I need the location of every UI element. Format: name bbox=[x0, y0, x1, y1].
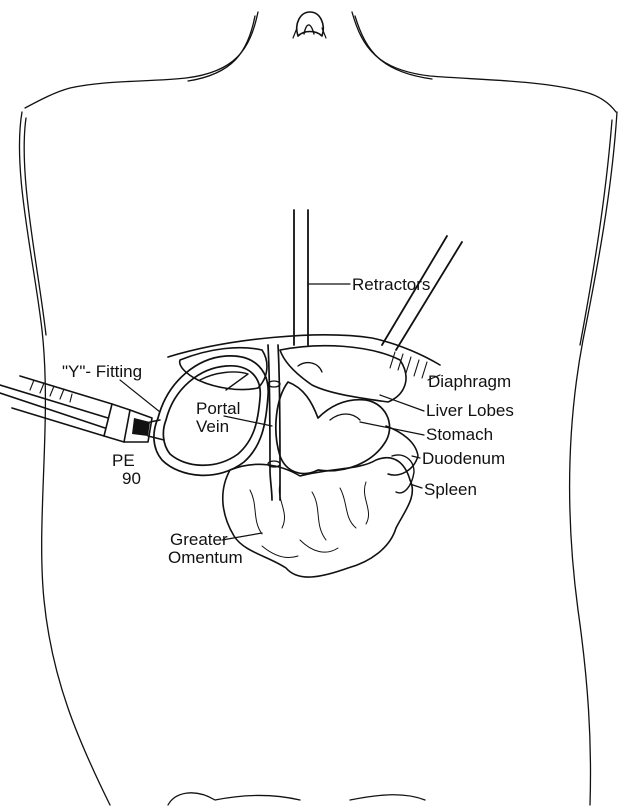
labels: Retractors "Y"- Fitting Diaphragm Liver … bbox=[62, 275, 514, 567]
label-liver-lobes: Liver Lobes bbox=[426, 401, 514, 420]
label-omentum: Omentum bbox=[168, 548, 243, 567]
diaphragm bbox=[168, 335, 440, 378]
liver-lobes bbox=[180, 346, 406, 402]
label-diaphragm: Diaphragm bbox=[428, 372, 511, 391]
stomach bbox=[276, 382, 390, 474]
label-y-fitting: "Y"- Fitting bbox=[62, 362, 142, 381]
head-icon bbox=[293, 12, 326, 38]
label-greater: Greater bbox=[170, 530, 228, 549]
label-spleen: Spleen bbox=[424, 480, 477, 499]
label-pe-size: 90 bbox=[122, 469, 141, 488]
body-outline bbox=[19, 12, 617, 805]
label-pe: PE bbox=[112, 451, 135, 470]
label-stomach: Stomach bbox=[426, 425, 493, 444]
syringe bbox=[0, 376, 164, 442]
label-retractors: Retractors bbox=[352, 275, 430, 294]
greater-omentum bbox=[223, 458, 413, 577]
label-duodenum: Duodenum bbox=[422, 449, 505, 468]
label-portal: Portal bbox=[196, 399, 240, 418]
portal-vein bbox=[268, 345, 280, 500]
label-vein: Vein bbox=[196, 417, 229, 436]
